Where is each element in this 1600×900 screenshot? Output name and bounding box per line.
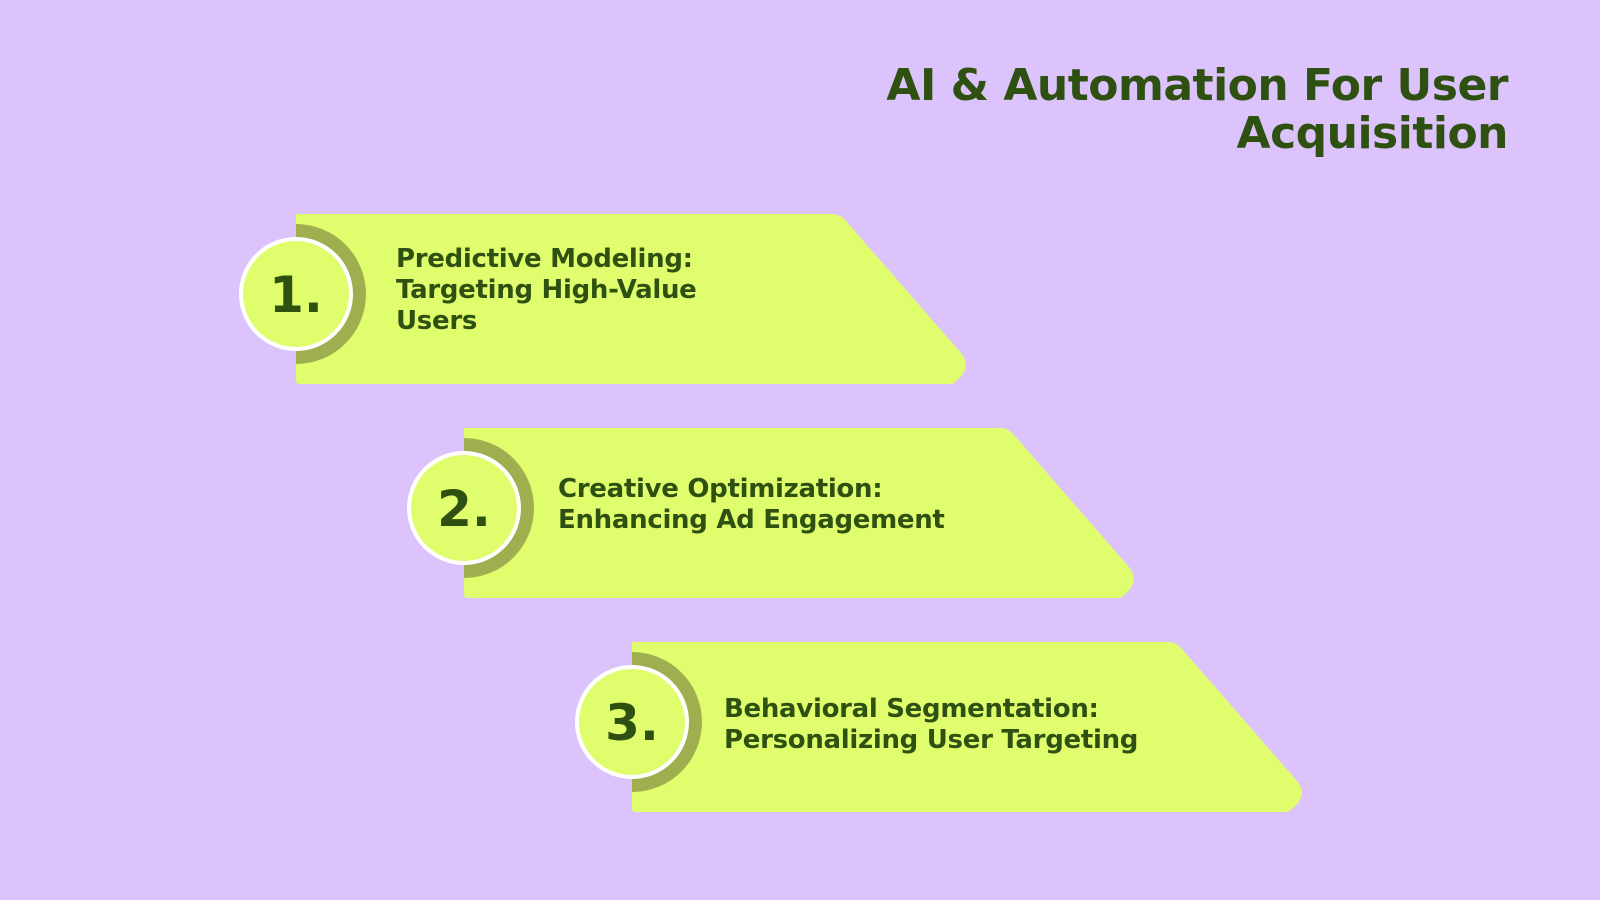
step-number: 2. [437,480,491,538]
step-label: Creative Optimization: Enhancing Ad Enga… [558,474,1018,536]
step-banner: 1. [239,214,966,384]
banner-shape [296,214,966,384]
title-line-1: AI & Automation For User [886,60,1508,111]
step-label: Behavioral Segmentation: Personalizing U… [724,694,1194,756]
title-line-2: Acquisition [1236,108,1509,159]
step-label-line: Predictive Modeling: [396,244,693,274]
banner-shape [632,642,1302,812]
step-number: 1. [269,266,323,324]
step-number: 3. [605,694,659,752]
step-label: Predictive Modeling: Targeting High-Valu… [396,244,756,337]
number-circle [575,665,689,779]
step-label-line: Behavioral Segmentation: [724,694,1099,724]
step-1: 1. Predictive Modeling: Targeting High-V… [239,214,966,384]
step-label-line: Users [396,306,478,336]
step-label-line: Creative Optimization: [558,474,883,504]
number-arc [632,652,702,792]
step-2: 2. Creative Optimization: Enhancing Ad E… [407,428,1134,598]
number-arc [464,438,534,578]
step-label-line: Targeting High-Value [396,275,697,305]
step-banner: 3. [575,642,1302,812]
step-3: 3. Behavioral Segmentation: Personalizin… [575,642,1302,812]
number-circle [239,237,353,351]
step-label-line: Personalizing User Targeting [724,725,1139,755]
step-banner: 2. [407,428,1134,598]
banner-shape [464,428,1134,598]
number-arc [296,224,366,364]
number-circle [407,451,521,565]
step-label-line: Enhancing Ad Engagement [558,505,945,535]
page-title: AI & Automation For User Acquisition [808,62,1508,158]
